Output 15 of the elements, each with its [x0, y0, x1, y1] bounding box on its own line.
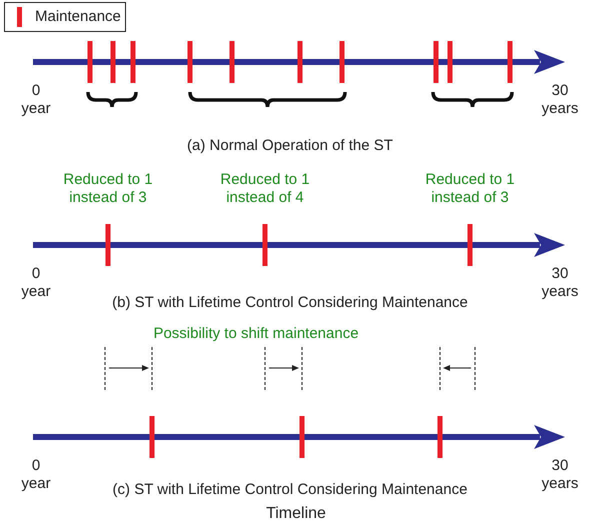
timeline-label: 30 years	[540, 265, 580, 301]
timeline-label: Reduced to 1 instead of 3	[424, 171, 516, 207]
caption: Timeline	[265, 505, 327, 523]
timeline-label: Reduced to 1 instead of 4	[219, 171, 311, 207]
timeline-label: 0 year	[20, 265, 52, 301]
timeline-label: Reduced to 1 instead of 3	[62, 171, 154, 207]
timeline-label: (c) ST with Lifetime Control Considering Maintenance	[112, 481, 468, 499]
timeline-label: 0 year	[20, 457, 52, 493]
timeline-label: 30 years	[540, 457, 580, 493]
timeline-label: 30 years	[540, 82, 580, 118]
timeline-label: Possibility to shift maintenance	[152, 325, 360, 343]
timeline-label: (b) ST with Lifetime Control Considering Maintenance	[111, 294, 469, 312]
timeline-label: 0 year	[20, 82, 52, 118]
legend-text: Maintenance	[35, 8, 121, 25]
timeline-label: (a) Normal Operation of the ST	[186, 137, 394, 155]
